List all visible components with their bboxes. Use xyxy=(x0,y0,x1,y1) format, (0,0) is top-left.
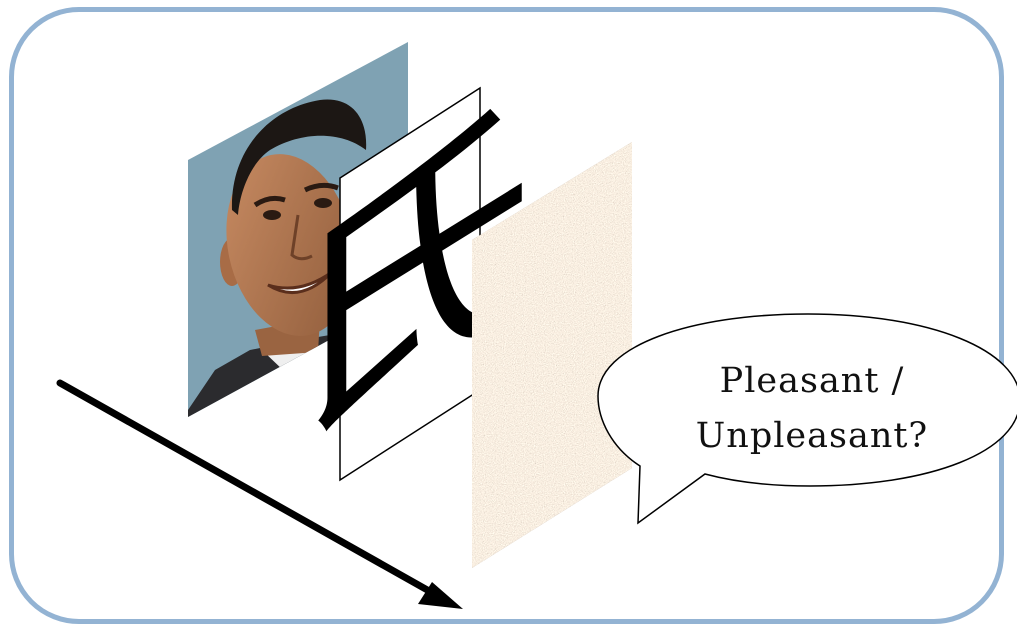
speech-bubble: Pleasant / Unpleasant? xyxy=(598,314,1017,523)
bubble-line-2: Unpleasant? xyxy=(696,416,928,456)
bubble-line-1: Pleasant / xyxy=(720,361,905,401)
